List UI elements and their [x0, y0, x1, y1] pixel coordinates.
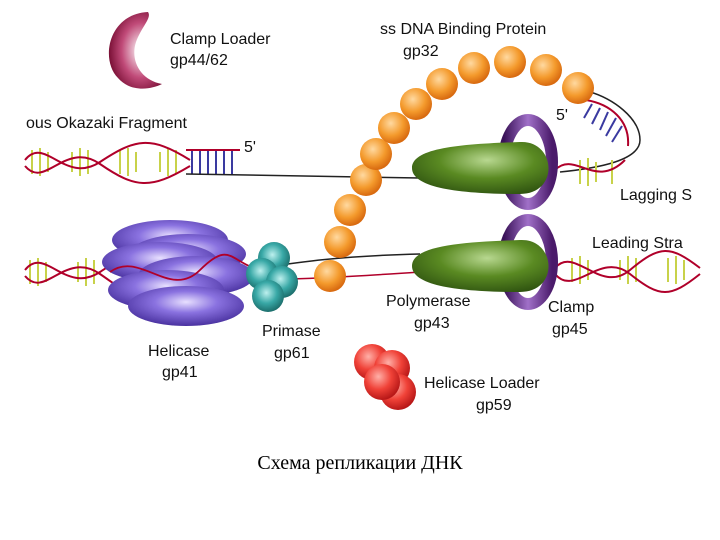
lagging-strand-loop [554, 91, 641, 186]
polymerase-label: Polymerase [386, 293, 471, 310]
ssb-bead [360, 138, 392, 170]
ssb-bead [324, 226, 356, 258]
clamp-loader-label: Clamp Loader [170, 31, 271, 48]
ssb-bead [426, 68, 458, 100]
clamp-label: Clamp [548, 299, 594, 316]
leading-dna-helix-right [554, 250, 701, 293]
leading-label: Leading Stra [592, 235, 683, 252]
helicase-gene-label: gp41 [162, 364, 198, 381]
ssb-bead [562, 72, 594, 104]
clamp-loader-shape [108, 12, 162, 89]
primase-label: Primase [262, 323, 321, 340]
ssb-bead [334, 194, 366, 226]
clamp-loader-gene-label: gp44/62 [170, 52, 228, 69]
ssb-bead [494, 46, 526, 78]
ssdna-protein-label: ss DNA Binding Protein [380, 21, 546, 38]
ssb-bead [378, 112, 410, 144]
helicase-loader-shape [354, 344, 416, 410]
clamp-gene-label: gp45 [552, 321, 588, 338]
helicase-shape [102, 220, 254, 326]
polymerase-top [412, 114, 558, 210]
figure-caption: Схема репликации ДНК [257, 452, 463, 474]
helicase-loader-label: Helicase Loader [424, 375, 540, 392]
five-prime-bottom-label: 5' [556, 107, 568, 124]
polymerase-bottom [412, 214, 558, 310]
primase-shape [246, 242, 298, 312]
okazaki-label: ous Okazaki Fragment [26, 115, 188, 132]
ssb-bead [400, 88, 432, 120]
polymerase-gene-label: gp43 [414, 315, 450, 332]
primase-gene-label: gp61 [274, 345, 310, 362]
ssdna-gene-label: gp32 [403, 43, 439, 60]
ssb-bead [314, 260, 346, 292]
ssdna-binding-protein-beads [314, 46, 594, 292]
lagging-dna-helix [24, 141, 421, 184]
helicase-loader-gene-label: gp59 [476, 397, 512, 414]
ssb-bead [458, 52, 490, 84]
leading-dna-helix-left [24, 253, 161, 294]
five-prime-top-label: 5' [244, 139, 256, 156]
helicase-label: Helicase [148, 343, 209, 360]
lagging-label: Lagging S [620, 187, 692, 204]
ssb-bead [350, 164, 382, 196]
ssb-bead [530, 54, 562, 86]
helicase-dna [109, 253, 261, 281]
